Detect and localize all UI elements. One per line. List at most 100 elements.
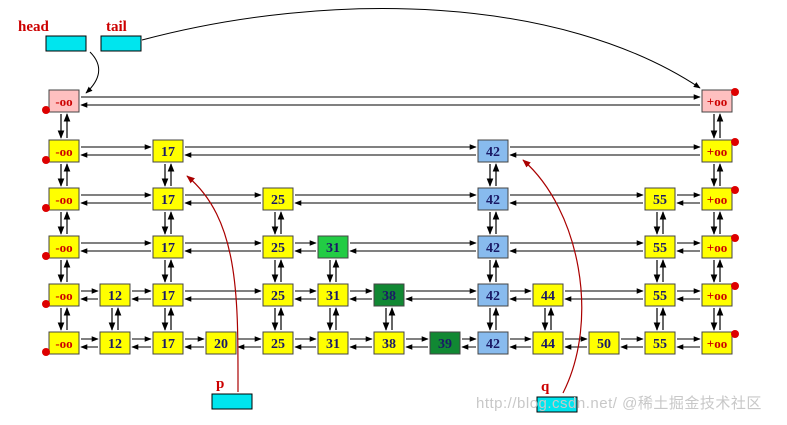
skiplist-node: 55 [644, 187, 676, 211]
node-box [48, 139, 80, 163]
skiplist-node: 42 [477, 187, 509, 211]
node-key: 42 [486, 241, 500, 256]
node-box [48, 235, 80, 259]
skiplist-node: 39 [429, 331, 461, 355]
node-box [477, 235, 509, 259]
node-key: +oo [707, 336, 727, 351]
node-key: 39 [438, 337, 452, 352]
pos-inf-node: +oo [701, 234, 739, 259]
node-key: 25 [271, 241, 285, 256]
node-key: 55 [653, 289, 667, 304]
node-box [477, 187, 509, 211]
skiplist-node: 12 [99, 331, 131, 355]
neg-inf-node: -oo [42, 283, 80, 308]
q-pointer-arrow [522, 159, 583, 394]
node-box [317, 283, 349, 307]
skiplist-node: 38 [373, 331, 405, 355]
skiplist-node: 50 [588, 331, 620, 355]
node-box [99, 283, 131, 307]
node-box [262, 235, 294, 259]
p-pointer-box [211, 393, 253, 410]
node-box [48, 187, 80, 211]
neg-inf-node: -oo [42, 89, 80, 114]
node-key: +oo [707, 240, 727, 255]
skiplist-node: 42 [477, 283, 509, 307]
node-box [48, 331, 80, 355]
node-box [373, 283, 405, 307]
null-dot [731, 186, 739, 194]
neg-inf-node: -oo [42, 331, 80, 356]
node-box [701, 187, 733, 211]
node-key: -oo [55, 144, 72, 159]
skiplist-node: 44 [532, 331, 564, 355]
skiplist-node: 44 [532, 283, 564, 307]
null-dot [42, 106, 50, 114]
p-pointer-arrow [186, 175, 239, 393]
node-box [588, 331, 620, 355]
q-label: q [541, 379, 550, 395]
node-box [429, 331, 461, 355]
null-dot [42, 300, 50, 308]
null-dot [731, 330, 739, 338]
pos-inf-node: +oo [701, 330, 739, 355]
node-key: 50 [597, 337, 611, 352]
tail-pointer-box [100, 35, 142, 52]
null-dot [731, 138, 739, 146]
skiplist-node: 25 [262, 283, 294, 307]
node-box [532, 283, 564, 307]
head-pointer-box [45, 35, 87, 52]
skiplist-node: 42 [477, 331, 509, 355]
node-box [152, 235, 184, 259]
node-key: 25 [271, 337, 285, 352]
node-box [152, 139, 184, 163]
skiplist-node: 31 [317, 331, 349, 355]
node-key: 44 [541, 289, 555, 304]
skiplist-node: 17 [152, 235, 184, 259]
node-key: 12 [108, 337, 122, 352]
skiplist-node: 55 [644, 235, 676, 259]
node-key: 17 [161, 337, 175, 352]
node-box [152, 283, 184, 307]
skiplist-node: 38 [373, 283, 405, 307]
null-dot [42, 252, 50, 260]
pos-inf-node: +oo [701, 88, 739, 113]
node-key: 17 [161, 193, 175, 208]
node-key: 25 [271, 193, 285, 208]
node-key: 38 [382, 289, 396, 304]
skiplist-node: 17 [152, 283, 184, 307]
p-label: p [216, 376, 224, 392]
null-dot [731, 282, 739, 290]
skiplist-node: 25 [262, 235, 294, 259]
null-dot [42, 156, 50, 164]
node-key: -oo [55, 336, 72, 351]
skiplist-node: 55 [644, 283, 676, 307]
node-key: 42 [486, 193, 500, 208]
node-key: 17 [161, 145, 175, 160]
skiplist-node: 55 [644, 331, 676, 355]
node-box [317, 331, 349, 355]
node-box [477, 139, 509, 163]
node-key: 17 [161, 289, 175, 304]
node-key: 31 [326, 289, 340, 304]
node-key: 20 [214, 337, 228, 352]
node-box [477, 331, 509, 355]
node-key: 31 [326, 241, 340, 256]
skiplist-node: 12 [99, 283, 131, 307]
node-box [48, 89, 80, 113]
skiplist-node: 17 [152, 187, 184, 211]
node-key: +oo [707, 192, 727, 207]
node-key: -oo [55, 94, 72, 109]
skiplist-node: 25 [262, 187, 294, 211]
tail-label: tail [106, 19, 127, 35]
skiplist-node: 17 [152, 331, 184, 355]
pos-inf-node: +oo [701, 282, 739, 307]
neg-inf-node: -oo [42, 235, 80, 260]
skiplist-node: 25 [262, 331, 294, 355]
nodes-layer: -oo +oo -oo 17 42 +oo -oo 17 25 42 55 +oo -oo 17 25 31 4… [42, 88, 739, 356]
node-key: +oo [707, 94, 727, 109]
node-box [644, 331, 676, 355]
pointers-layer: head tail p q [18, 8, 701, 413]
node-key: 12 [108, 289, 122, 304]
node-key: -oo [55, 192, 72, 207]
node-key: 31 [326, 337, 340, 352]
